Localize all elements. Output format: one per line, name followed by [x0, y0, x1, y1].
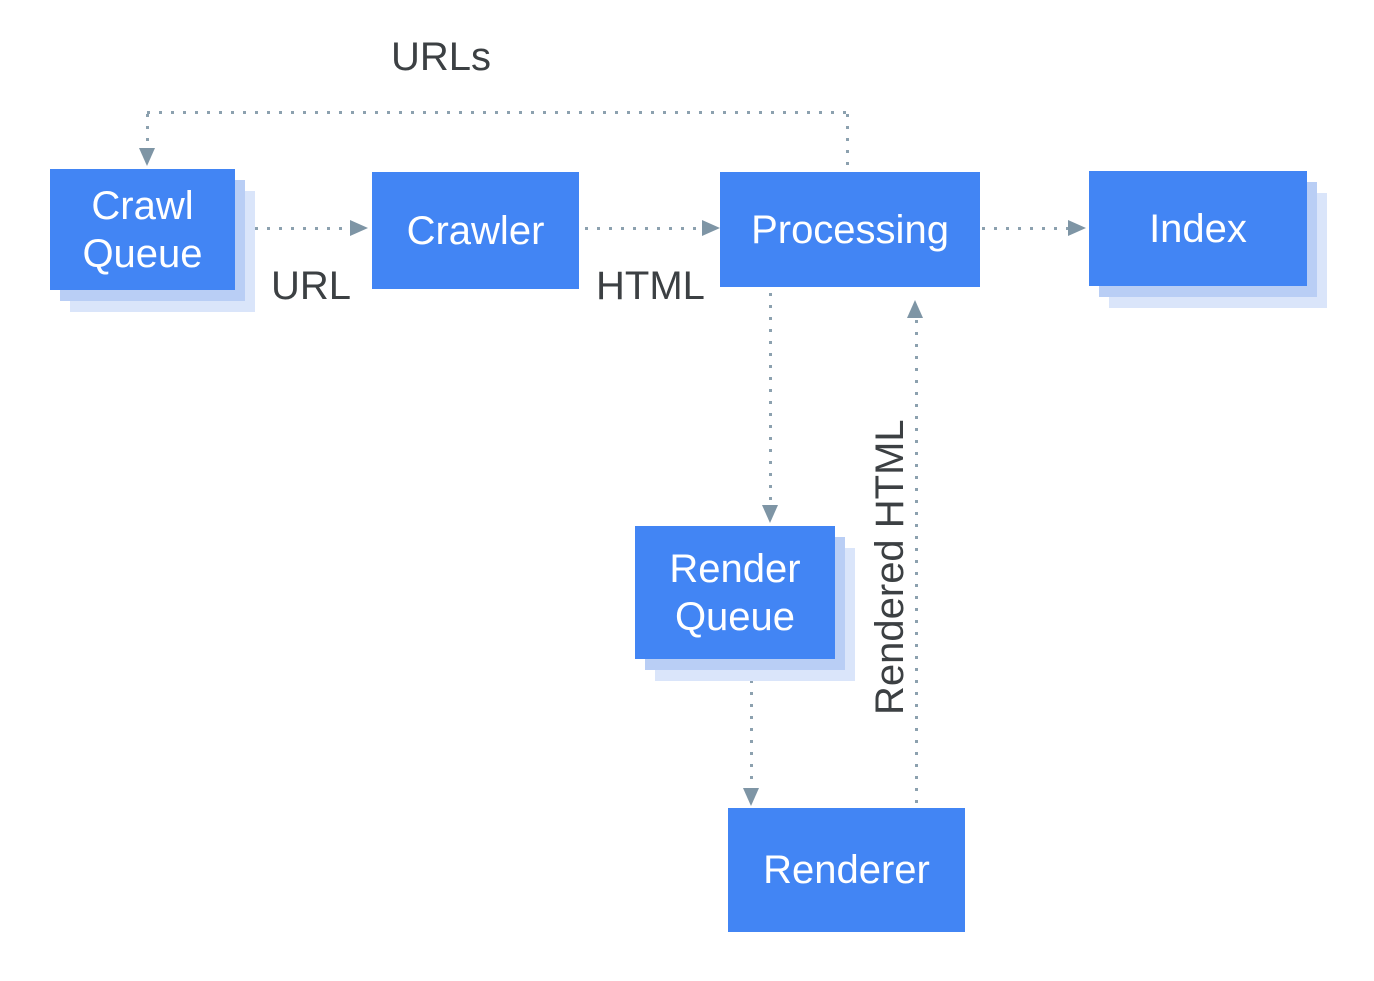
edge-processing-to-crawlqueue-riser [846, 114, 849, 172]
node-renderer: Renderer [728, 808, 965, 932]
node-crawl-queue: Crawl Queue [50, 169, 235, 290]
arrowhead-into-renderer [743, 788, 759, 806]
arrowhead-down-into-crawl-queue [139, 148, 155, 166]
node-crawler-line1: Crawler [406, 208, 545, 253]
edge-crawler-to-processing [585, 227, 702, 230]
edge-label-rendered-html: Rendered HTML [868, 419, 912, 715]
node-crawler: Crawler [372, 172, 579, 289]
edge-label-html: HTML [596, 264, 705, 308]
node-crawl-queue-line1: Crawl [91, 183, 194, 228]
edge-processing-to-renderqueue [769, 293, 772, 505]
node-crawl-queue-line2: Queue [82, 231, 203, 276]
edge-crawlqueue-to-crawler [255, 227, 350, 230]
arrowhead-into-crawler [350, 220, 368, 236]
arrowhead-up-into-processing [907, 300, 923, 318]
edge-processing-to-index [982, 227, 1068, 230]
node-render-queue-line2: Queue [674, 594, 796, 639]
node-index-line1: Index [1149, 206, 1247, 251]
edge-label-urls: URLs [391, 35, 492, 79]
node-render-queue-line1: Render [669, 546, 801, 591]
node-processing-line1: Processing [751, 207, 949, 252]
edge-renderer-to-processing [915, 320, 918, 806]
node-index: Index [1089, 171, 1307, 286]
node-renderer-line1: Renderer [763, 848, 930, 892]
edge-label-url: URL [271, 264, 352, 308]
node-render-queue: Render Queue [635, 526, 835, 659]
node-processing: Processing [720, 172, 980, 287]
edge-processing-to-crawlqueue-drop [146, 114, 149, 148]
edge-renderqueue-to-renderer [750, 668, 753, 788]
arrowhead-into-processing [702, 220, 720, 236]
arrowhead-into-render-queue [762, 505, 778, 523]
edge-processing-to-crawlqueue-horizontal [147, 111, 848, 114]
arrowhead-into-index [1068, 220, 1086, 236]
